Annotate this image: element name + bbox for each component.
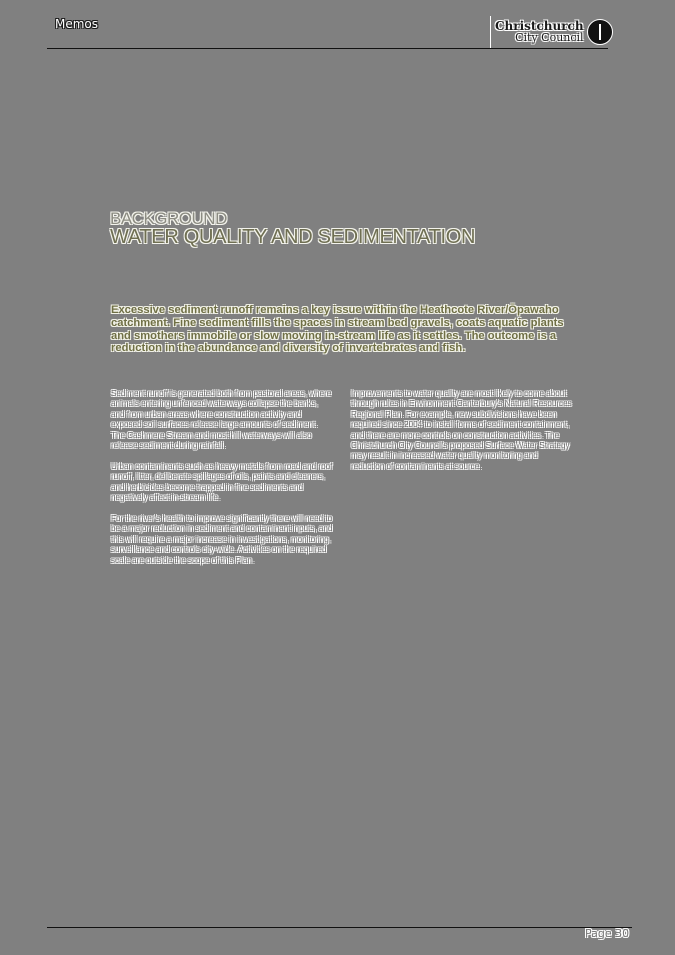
- right-column: Improvements to water quality are most l…: [351, 389, 573, 483]
- body-paragraph: Improvements to water quality are most l…: [351, 389, 572, 471]
- lead-paragraph: Excessive sediment runoff remains a key …: [111, 304, 564, 355]
- body-paragraph: Urban contaminants such as heavy metals …: [111, 461, 333, 503]
- body-paragraph: For the river's health to improve signif…: [111, 514, 333, 565]
- page-number: Page 30: [585, 927, 630, 940]
- council-logo: Christchurch City Council: [490, 15, 613, 48]
- logo-line-1: Christchurch: [495, 18, 584, 33]
- footer-rule: [47, 927, 632, 928]
- council-emblem-icon: [586, 18, 613, 45]
- body-paragraph: Sediment runoff is generated both from p…: [111, 389, 332, 451]
- left-column: Sediment runoff is generated both from p…: [111, 389, 333, 577]
- logo-text: Christchurch City Council: [495, 20, 584, 44]
- logo-divider: [490, 15, 491, 48]
- header-label: Memos: [55, 17, 99, 31]
- section-label: BACKGROUND: [110, 209, 227, 228]
- page-title: WATER QUALITY AND SEDIMENTATION: [110, 226, 476, 248]
- logo-line-2: City Council: [515, 30, 584, 44]
- header-rule: [47, 48, 608, 49]
